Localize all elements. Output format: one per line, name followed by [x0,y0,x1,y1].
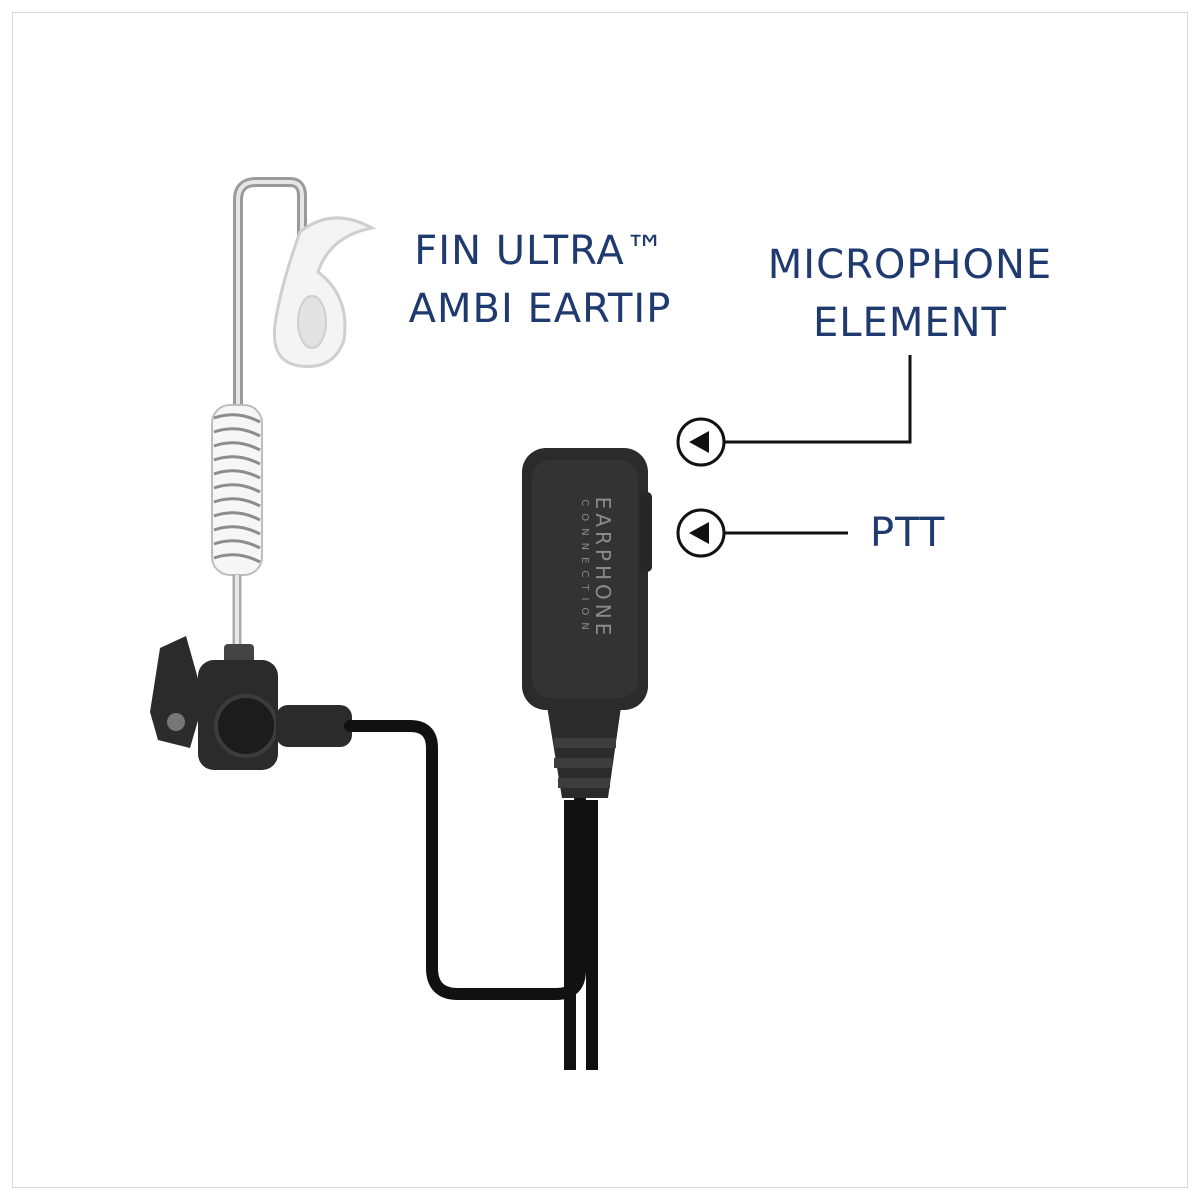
brand-logo: EARPHONE CONNECTION [579,496,615,640]
microphone-label-line2: ELEMENT [813,300,1007,346]
coil-tube [211,404,263,648]
eartip-label: FIN ULTRA™ AMBI EARTIP [390,222,690,338]
mic-leader-line [724,355,912,444]
microphone-label: MICROPHONE ELEMENT [750,236,1070,352]
eartip-label-line2: AMBI EARTIP [408,286,672,332]
eartip-icon [272,216,377,368]
connector-body [150,636,352,770]
cable [344,720,586,1000]
microphone-label-line1: MICROPHONE [767,242,1053,288]
ptt-label: PTT [870,510,946,556]
arrow-marker-icon [676,417,726,467]
arrow-marker-icon [676,508,726,558]
ptt-microphone-body [522,448,652,798]
eartip-label-line1: FIN ULTRA™ [414,228,666,274]
